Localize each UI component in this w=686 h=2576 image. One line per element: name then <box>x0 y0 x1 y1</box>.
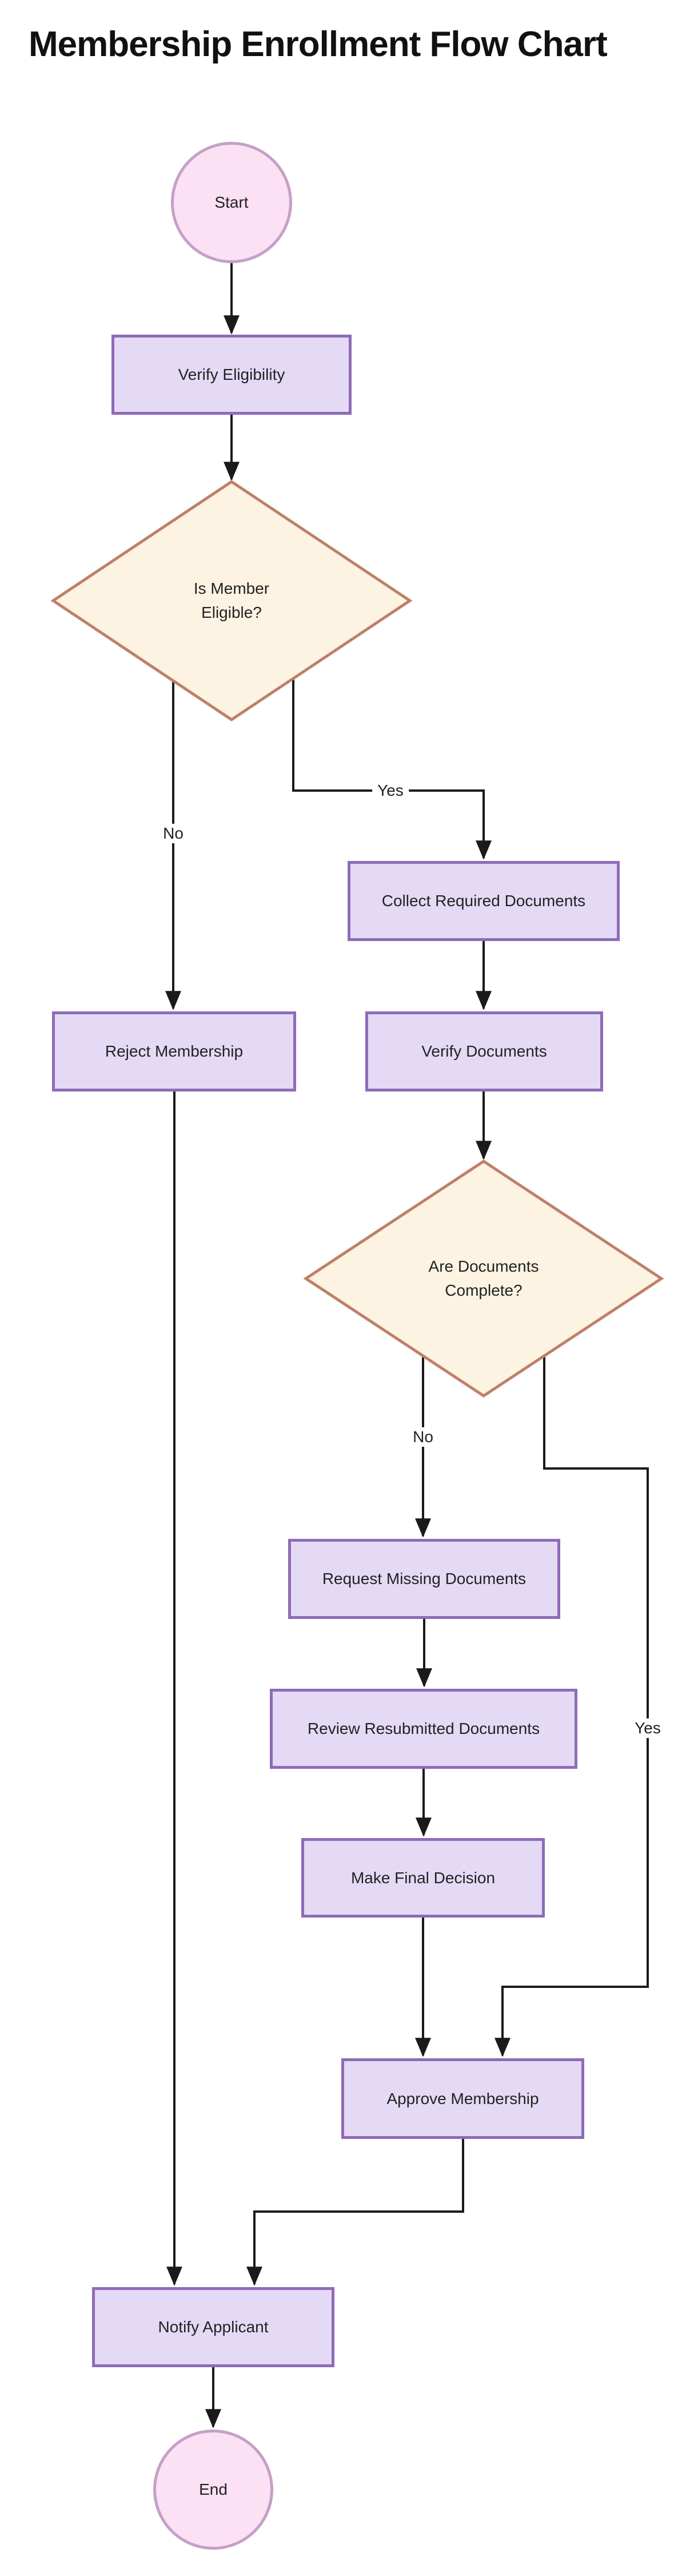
node-verify-documents: Verify Documents <box>365 1011 603 1091</box>
node-notify-applicant: Notify Applicant <box>92 2287 334 2367</box>
node-make-final-decision: Make Final Decision <box>301 1838 545 1918</box>
node-reject-membership: Reject Membership <box>52 1011 296 1091</box>
edge-approve-membership-to-notify-applicant <box>246 2139 464 2286</box>
node-review-resubmitted-documents: Review Resubmitted Documents <box>270 1689 577 1769</box>
node-collect-required-documents: Collect Required Documents <box>348 861 620 941</box>
decision-is-member-eligible-label: Is Member Eligible? <box>193 579 270 621</box>
edge-label-eligible-no: No <box>158 824 189 843</box>
node-review-resubmitted-documents-label: Review Resubmitted Documents <box>307 1720 540 1737</box>
node-reject-membership-label: Reject Membership <box>105 1042 244 1060</box>
node-verify-eligibility-label: Verify Eligibility <box>178 366 285 383</box>
node-end-label: End <box>199 2480 228 2498</box>
edge-is-member-eligible-yes-to-collect-required-documents <box>292 680 492 860</box>
page-title: Membership Enrollment Flow Chart <box>29 25 608 64</box>
edge-label-complete-no: No <box>408 1427 438 1447</box>
node-start-label: Start <box>214 193 249 211</box>
decision-are-documents-complete-label: Are Documents Complete? <box>428 1257 539 1299</box>
node-verify-eligibility: Verify Eligibility <box>111 335 352 415</box>
node-notify-applicant-label: Notify Applicant <box>158 2318 269 2336</box>
node-collect-required-documents-label: Collect Required Documents <box>381 892 586 910</box>
node-approve-membership-label: Approve Membership <box>386 2089 539 2107</box>
edge-label-complete-yes: Yes <box>629 1718 666 1738</box>
node-request-missing-documents-label: Request Missing Documents <box>322 1570 527 1587</box>
decision-are-documents-complete <box>303 1160 664 1398</box>
node-make-final-decision-label: Make Final Decision <box>350 1868 496 1887</box>
decision-is-member-eligible <box>50 479 413 722</box>
edge-label-eligible-yes: Yes <box>372 781 409 800</box>
node-request-missing-documents: Request Missing Documents <box>288 1539 560 1619</box>
node-end: End <box>153 2430 273 2550</box>
node-approve-membership: Approve Membership <box>341 2058 584 2139</box>
node-verify-documents-label: Verify Documents <box>421 1042 547 1060</box>
node-start: Start <box>171 142 292 263</box>
